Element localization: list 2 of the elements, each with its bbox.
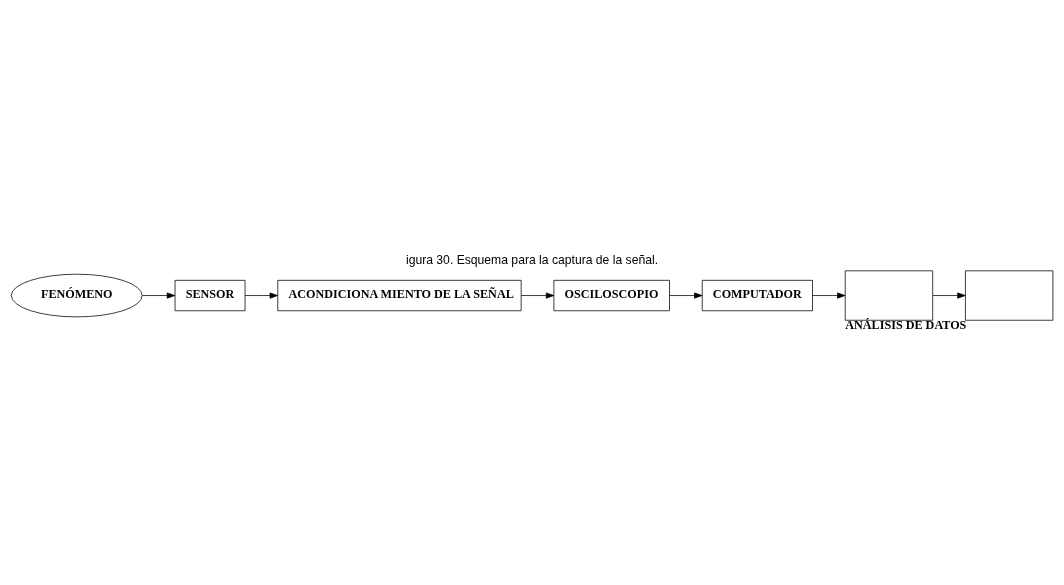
- diagram-title: igura 30. Esquema para la captura de la señal.: [405, 252, 659, 267]
- node-label: ANÁLISIS DE DATOS: [845, 318, 967, 333]
